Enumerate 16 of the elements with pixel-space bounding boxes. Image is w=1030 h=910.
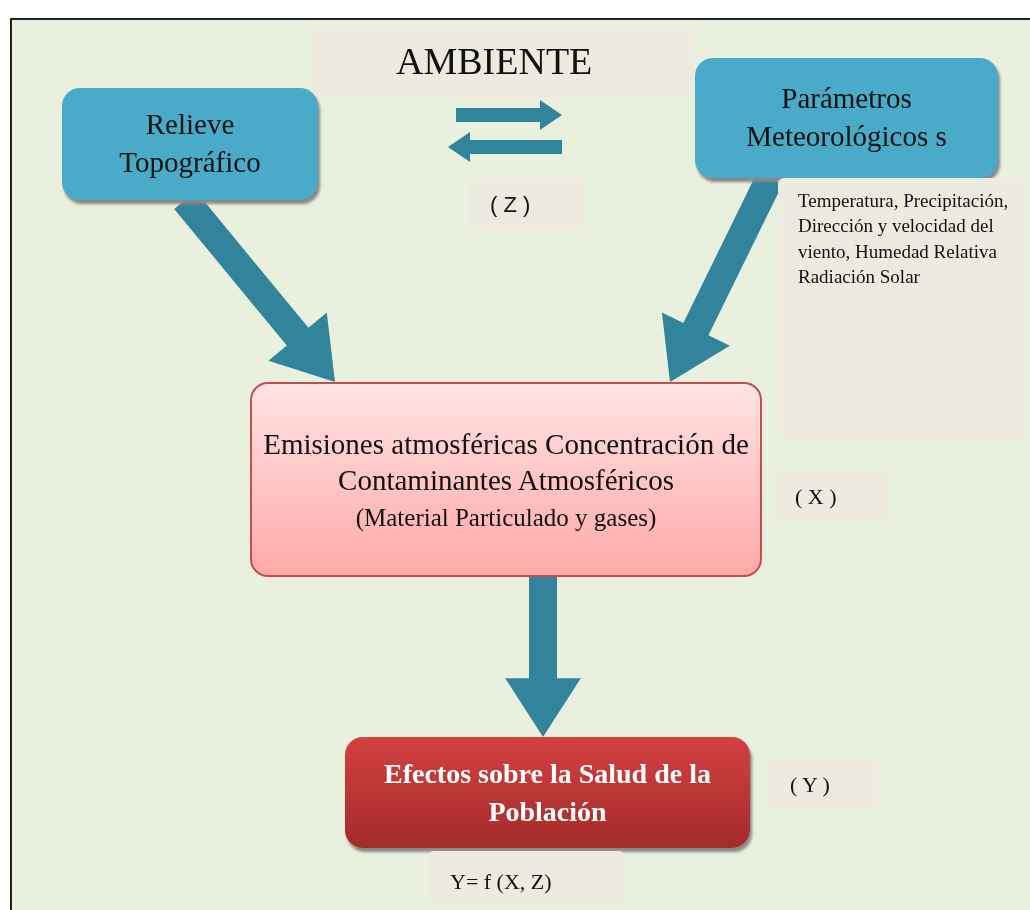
- variable-label: ( Z ): [468, 178, 585, 230]
- side-note: ( Y ): [768, 758, 878, 810]
- node-label: Relieve Topográfico: [118, 107, 262, 180]
- result-box: [345, 737, 750, 848]
- topic-box: [695, 58, 998, 178]
- side-note: Temperatura, Precipitación, Dirección y velocidad del viento, Humedad Relativa Radiación Solar: [778, 178, 1025, 440]
- arrow: [505, 577, 581, 737]
- node-label: Emisiones atmosféricas Concentración de Contaminantes Atmosféricos: [262, 426, 750, 498]
- side-note: ( X ): [775, 470, 890, 522]
- node-label: Efectos sobre la Salud de la Población: [383, 756, 712, 829]
- formula-label: Y= f (X, Z): [428, 851, 625, 905]
- process-box: [250, 382, 762, 577]
- node-label: Parámetros Meteorológicos s: [745, 81, 948, 154]
- topic-box: [62, 88, 318, 200]
- title: AMBIENTE: [396, 39, 593, 83]
- node-sublabel: (Material Particulado y gases): [354, 503, 658, 534]
